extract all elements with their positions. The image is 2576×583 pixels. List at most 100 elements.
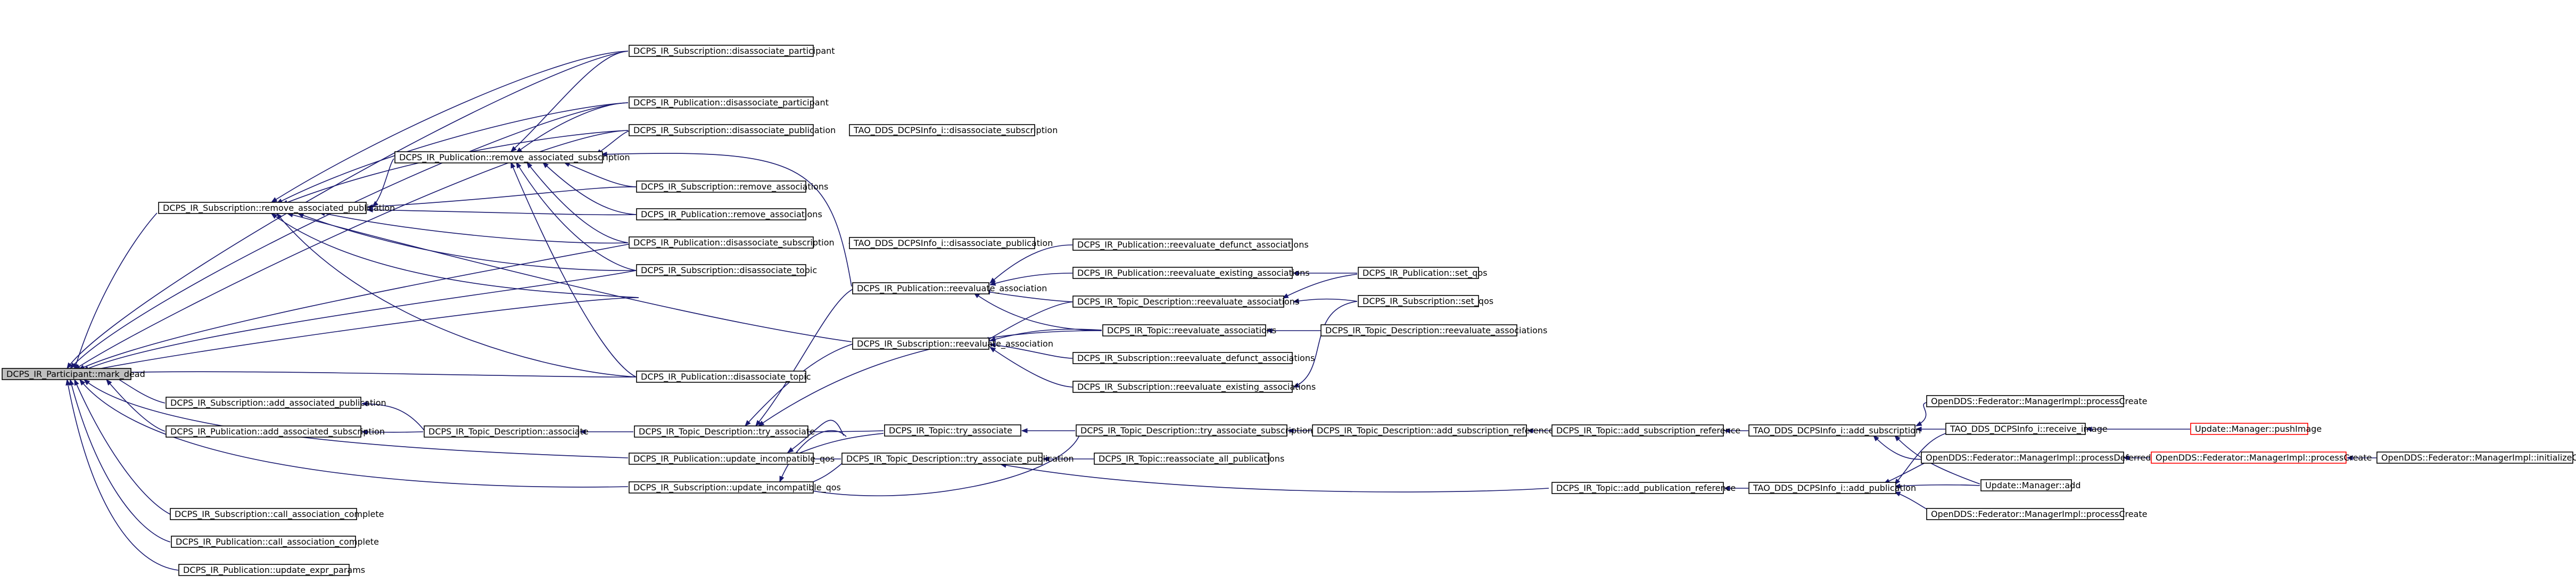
node-label: DCPS_IR_Subscription::disassociate_publi… — [633, 125, 836, 136]
nodes: DCPS_IR_Participant::mark_dead DCPS_IR_S… — [2, 45, 2576, 576]
node-sub-reevaluate-defunct-associations[interactable]: DCPS_IR_Subscription::reevaluate_defunct… — [1072, 352, 1315, 364]
node-pub-disassociate-participant[interactable]: DCPS_IR_Publication::disassociate_partic… — [629, 96, 829, 109]
node-label: DCPS_IR_Publication::disassociate_subscr… — [633, 237, 835, 248]
node-label: DCPS_IR_Topic_Description::add_subscript… — [1317, 425, 1554, 436]
node-label: DCPS_IR_Topic_Description::reevaluate_as… — [1325, 325, 1547, 336]
node-label: DCPS_IR_Publication::disassociate_partic… — [633, 97, 829, 108]
node-pub-set-qos[interactable]: DCPS_IR_Publication::set_qos — [1358, 267, 1487, 279]
node-sub-add-associated-publication[interactable]: DCPS_IR_Subscription::add_associated_pub… — [166, 397, 386, 409]
node-label: DCPS_IR_Publication::update_incompatible… — [633, 454, 835, 464]
node-topic-desc-add-subscription-reference[interactable]: DCPS_IR_Topic_Description::add_subscript… — [1312, 424, 1554, 437]
node-label: DCPS_IR_Subscription::add_associated_pub… — [170, 398, 386, 408]
node-pub-remove-associated-subscription[interactable]: DCPS_IR_Publication::remove_associated_s… — [394, 151, 630, 163]
node-pub-remove-associations[interactable]: DCPS_IR_Publication::remove_associations — [636, 208, 822, 220]
node-topic-desc-reevaluate-associations-2[interactable]: DCPS_IR_Topic_Description::reevaluate_as… — [1320, 324, 1547, 336]
node-label: DCPS_IR_Topic::reassociate_all_publicati… — [1099, 454, 1284, 464]
node-pub-reevaluate-defunct-associations[interactable]: DCPS_IR_Publication::reevaluate_defunct_… — [1072, 239, 1309, 251]
node-sub-reevaluate-association[interactable]: DCPS_IR_Subscription::reevaluate_associa… — [852, 338, 1053, 350]
node-label: Update::Manager::add — [1985, 480, 2080, 490]
node-topic-desc-reevaluate-associations[interactable]: DCPS_IR_Topic_Description::reevaluate_as… — [1072, 295, 1299, 308]
node-topic-add-publication-reference[interactable]: DCPS_IR_Topic::add_publication_reference — [1551, 482, 1736, 494]
node-label: DCPS_IR_Publication::reevaluate_defunct_… — [1077, 240, 1309, 250]
node-pub-disassociate-subscription[interactable]: DCPS_IR_Publication::disassociate_subscr… — [629, 236, 835, 249]
node-label: DCPS_IR_Subscription::disassociate_topic — [641, 265, 817, 276]
node-label: DCPS_IR_Topic::add_subscription_referenc… — [1556, 425, 1740, 436]
node-label: DCPS_IR_Subscription::reevaluate_associa… — [857, 339, 1053, 349]
node-label: OpenDDS::Federator::ManagerImpl::process… — [2156, 453, 2372, 463]
node-label: DCPS_IR_Participant::mark_dead — [6, 369, 145, 380]
node-federator-process-deferred[interactable]: OpenDDS::Federator::ManagerImpl::process… — [1921, 451, 2151, 464]
node-label: DCPS_IR_Publication::call_association_co… — [176, 537, 379, 547]
node-info-disassociate-subscription[interactable]: TAO_DDS_DCPSInfo_i::disassociate_subscri… — [849, 124, 1058, 136]
node-label: DCPS_IR_Publication::remove_associated_s… — [399, 152, 630, 163]
node-sub-update-incompatible-qos[interactable]: DCPS_IR_Subscription::update_incompatibl… — [629, 481, 841, 494]
node-label: DCPS_IR_Subscription::disassociate_parti… — [633, 46, 835, 56]
node-info-add-publication[interactable]: TAO_DDS_DCPSInfo_i::add_publication — [1748, 482, 1916, 494]
node-label: DCPS_IR_Subscription::remove_association… — [641, 182, 828, 192]
node-sub-set-qos[interactable]: DCPS_IR_Subscription::set_qos — [1358, 295, 1493, 307]
node-pub-reevaluate-association[interactable]: DCPS_IR_Publication::reevaluate_associat… — [852, 282, 1047, 294]
node-label: DCPS_IR_Topic::reevaluate_associations — [1107, 325, 1276, 336]
node-label: DCPS_IR_Publication::reevaluate_existing… — [1077, 268, 1310, 278]
node-label: DCPS_IR_Topic::try_associate — [889, 425, 1012, 436]
node-sub-call-association-complete[interactable]: DCPS_IR_Subscription::call_association_c… — [170, 508, 384, 520]
node-label: DCPS_IR_Topic_Description::associate — [428, 426, 589, 437]
node-sub-remove-associations[interactable]: DCPS_IR_Subscription::remove_association… — [636, 180, 828, 193]
node-label: TAO_DDS_DCPSInfo_i::receive_image — [1950, 424, 2108, 434]
node-pub-disassociate-topic[interactable]: DCPS_IR_Publication::disassociate_topic — [636, 371, 811, 383]
node-label: DCPS_IR_Publication::disassociate_topic — [641, 372, 811, 382]
node-update-manager-push-image[interactable]: Update::Manager::pushImage — [2190, 423, 2322, 435]
edges — [67, 51, 2376, 571]
node-sub-disassociate-publication[interactable]: DCPS_IR_Subscription::disassociate_publi… — [629, 124, 836, 136]
node-pub-update-incompatible-qos[interactable]: DCPS_IR_Publication::update_incompatible… — [629, 453, 835, 465]
node-topic-add-subscription-reference[interactable]: DCPS_IR_Topic::add_subscription_referenc… — [1551, 424, 1740, 437]
node-label: DCPS_IR_Publication::update_expr_params — [183, 565, 365, 576]
node-label: TAO_DDS_DCPSInfo_i::disassociate_publica… — [853, 238, 1053, 249]
node-label: DCPS_IR_Topic_Description::try_associate… — [1080, 425, 1313, 436]
node-label: DCPS_IR_Subscription::reevaluate_defunct… — [1077, 353, 1315, 364]
node-topic-desc-try-associate-publication[interactable]: DCPS_IR_Topic_Description::try_associate… — [841, 453, 1074, 465]
node-info-disassociate-publication[interactable]: TAO_DDS_DCPSInfo_i::disassociate_publica… — [849, 237, 1053, 249]
node-pub-reevaluate-existing-associations[interactable]: DCPS_IR_Publication::reevaluate_existing… — [1072, 267, 1310, 279]
node-topic-reevaluate-associations[interactable]: DCPS_IR_Topic::reevaluate_associations — [1102, 324, 1276, 336]
node-federator-process-create-red[interactable]: OpenDDS::Federator::ManagerImpl::process… — [2151, 451, 2372, 464]
node-mark-dead[interactable]: DCPS_IR_Participant::mark_dead — [2, 368, 145, 380]
node-sub-disassociate-participant[interactable]: DCPS_IR_Subscription::disassociate_parti… — [629, 45, 835, 57]
node-label: DCPS_IR_Subscription::reevaluate_existin… — [1077, 382, 1316, 392]
node-label: OpenDDS::Federator::ManagerImpl::process… — [1931, 396, 2147, 406]
node-topic-desc-associate[interactable]: DCPS_IR_Topic_Description::associate — [424, 425, 589, 438]
node-label: TAO_DDS_DCPSInfo_i::add_subscription — [1753, 425, 1921, 436]
node-label: OpenDDS::Federator::ManagerImpl::process… — [1931, 509, 2147, 519]
node-federator-initialize-owner[interactable]: OpenDDS::Federator::ManagerImpl::initial… — [2376, 451, 2576, 464]
node-sub-reevaluate-existing-associations[interactable]: DCPS_IR_Subscription::reevaluate_existin… — [1072, 381, 1316, 393]
node-label: DCPS_IR_Publication::set_qos — [1363, 268, 1487, 278]
node-topic-desc-try-associate[interactable]: DCPS_IR_Topic_Description::try_associate — [634, 425, 815, 438]
node-label: DCPS_IR_Topic_Description::reevaluate_as… — [1077, 297, 1299, 307]
node-federator-process-create-top[interactable]: OpenDDS::Federator::ManagerImpl::process… — [1926, 395, 2147, 407]
node-label: Update::Manager::pushImage — [2195, 424, 2322, 434]
node-pub-add-associated-subscription[interactable]: DCPS_IR_Publication::add_associated_subs… — [166, 425, 385, 438]
node-label: DCPS_IR_Topic::add_publication_reference — [1556, 483, 1736, 494]
node-federator-process-create-bottom[interactable]: OpenDDS::Federator::ManagerImpl::process… — [1926, 508, 2147, 520]
node-pub-update-expr-params[interactable]: DCPS_IR_Publication::update_expr_params — [178, 564, 365, 576]
node-sub-disassociate-topic[interactable]: DCPS_IR_Subscription::disassociate_topic — [636, 264, 817, 276]
node-label: DCPS_IR_Publication::reevaluate_associat… — [857, 283, 1047, 294]
node-label: DCPS_IR_Topic_Description::try_associate — [639, 426, 815, 437]
node-label: DCPS_IR_Subscription::set_qos — [1363, 296, 1493, 307]
node-info-add-subscription[interactable]: TAO_DDS_DCPSInfo_i::add_subscription — [1748, 424, 1921, 437]
node-label: DCPS_IR_Subscription::remove_associated_… — [163, 203, 395, 214]
node-label: DCPS_IR_Subscription::update_incompatibl… — [633, 482, 841, 493]
node-topic-desc-try-associate-subscription[interactable]: DCPS_IR_Topic_Description::try_associate… — [1076, 424, 1313, 437]
node-info-receive-image[interactable]: TAO_DDS_DCPSInfo_i::receive_image — [1945, 423, 2108, 435]
node-label: OpenDDS::Federator::ManagerImpl::process… — [1926, 453, 2151, 463]
node-topic-reassociate-all-publications[interactable]: DCPS_IR_Topic::reassociate_all_publicati… — [1094, 453, 1284, 465]
node-sub-remove-associated-publication[interactable]: DCPS_IR_Subscription::remove_associated_… — [158, 202, 395, 214]
node-topic-try-associate[interactable]: DCPS_IR_Topic::try_associate — [884, 424, 1021, 437]
node-label: TAO_DDS_DCPSInfo_i::add_publication — [1753, 483, 1916, 494]
node-pub-call-association-complete[interactable]: DCPS_IR_Publication::call_association_co… — [171, 536, 379, 548]
node-label: OpenDDS::Federator::ManagerImpl::initial… — [2381, 453, 2576, 463]
node-label: DCPS_IR_Publication::remove_associations — [641, 209, 822, 220]
node-update-manager-add[interactable]: Update::Manager::add — [1980, 479, 2080, 491]
node-label: TAO_DDS_DCPSInfo_i::disassociate_subscri… — [853, 125, 1058, 136]
